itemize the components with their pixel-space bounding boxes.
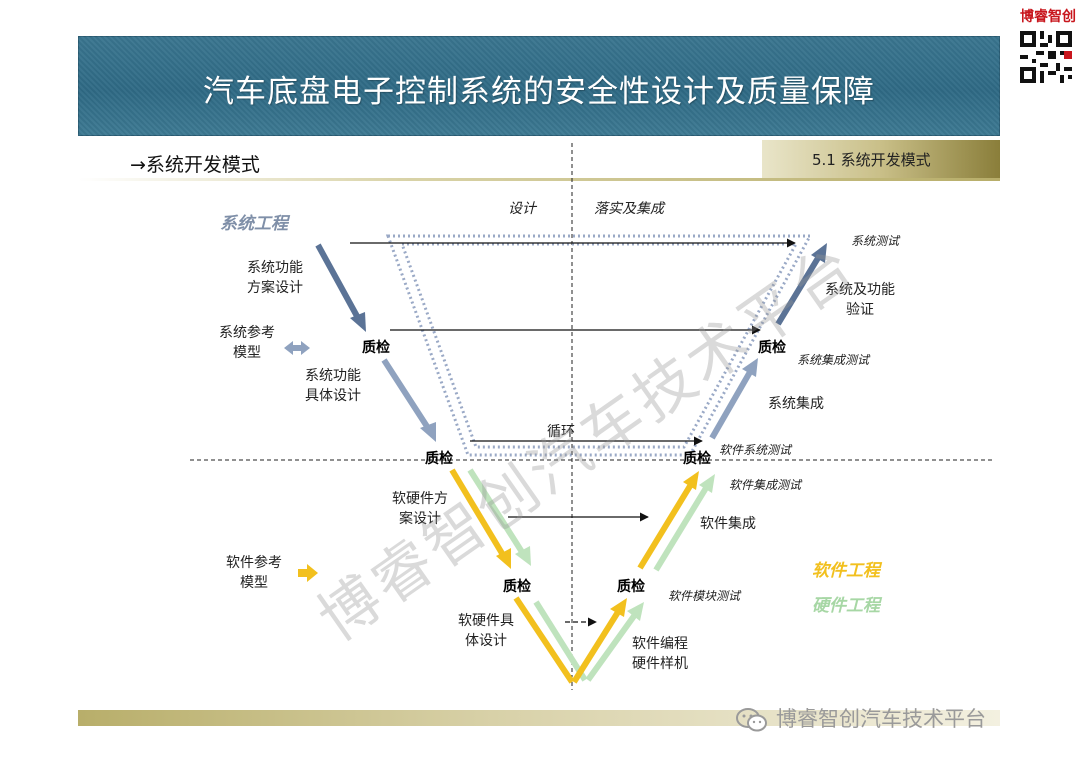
- system-integration-label: 系统集成: [768, 396, 824, 412]
- software-system-test-label: 软件系统测试: [719, 443, 792, 457]
- system-reference-model-label: 系统参考 模型: [219, 325, 275, 361]
- sw-hw-detail-label: 软硬件具 体设计: [458, 613, 514, 649]
- system-design-arrow-2: [381, 358, 436, 442]
- system-function-scheme-label: 系统功能 方案设计: [247, 260, 303, 296]
- quality-check-system-left: 质检: [362, 340, 390, 356]
- system-design-arrow-1: [315, 243, 366, 332]
- software-integration-label: 软件集成: [700, 516, 756, 532]
- title-banner: 汽车底盘电子控制系统的安全性设计及质量保障: [78, 36, 1000, 136]
- section-tab-label: 5.1 系统开发模式: [812, 151, 931, 169]
- footer-brand-text: 博睿智创汽车技术平台: [776, 707, 986, 731]
- header-divider: [78, 178, 1000, 181]
- implementation-column-label: 落实及集成: [594, 201, 664, 217]
- hardware-integration-arrow-1: [585, 602, 644, 682]
- system-integration-test-label: 系统集成测试: [797, 353, 870, 367]
- system-reference-model-double-arrow: [284, 341, 310, 355]
- page-title: 汽车底盘电子控制系统的安全性设计及质量保障: [203, 74, 875, 110]
- software-reference-model-double-arrow: [298, 564, 318, 582]
- design-column-label: 设计: [508, 201, 536, 217]
- system-function-verification-label: 系统及功能 验证: [825, 282, 895, 318]
- sw-hw-scheme-label: 软硬件方 案设计: [392, 491, 448, 527]
- hardware-engineering-label: 硬件工程: [812, 596, 880, 616]
- section-tab: 5.1 系统开发模式: [762, 140, 1000, 178]
- hardware-design-arrow-2: [533, 600, 588, 682]
- software-integration-test-label: 软件集成测试: [729, 478, 802, 492]
- system-verification-arrow: [775, 243, 827, 326]
- loop-trapezoid-inner: [399, 242, 799, 449]
- software-design-arrow-1: [449, 468, 511, 569]
- software-engineering-label: 软件工程: [812, 561, 880, 581]
- software-design-arrow-2: [513, 596, 575, 684]
- quality-check-module-right: 质检: [617, 579, 645, 595]
- system-integration-arrow: [709, 358, 758, 440]
- software-integration-arrow-1: [571, 598, 627, 684]
- hardware-design-arrow-1: [467, 468, 531, 566]
- software-module-test-label: 软件模块测试: [668, 589, 741, 603]
- qr-code-icon[interactable]: [1020, 31, 1072, 83]
- system-test-label: 系统测试: [851, 234, 900, 248]
- hardware-integration-arrow-2: [653, 474, 715, 572]
- software-programming-label: 软件编程 硬件样机: [632, 636, 688, 672]
- quality-check-software-right: 质检: [683, 451, 711, 467]
- software-reference-model-label: 软件参考 模型: [226, 555, 282, 591]
- quality-check-system-right: 质检: [758, 340, 786, 356]
- quality-check-module-left: 质检: [503, 579, 531, 595]
- software-integration-arrow-2: [637, 471, 699, 570]
- brand-logo-text: 博睿智创: [1020, 9, 1076, 25]
- footer-bar: [78, 710, 1000, 726]
- wechat-icon: [736, 708, 767, 732]
- loop-label: 循环: [547, 424, 575, 440]
- loop-trapezoid-outer: [385, 234, 813, 457]
- quality-check-software-left: 质检: [425, 451, 453, 467]
- system-function-detail-label: 系统功能 具体设计: [305, 368, 361, 404]
- system-engineering-label: 系统工程: [220, 214, 288, 234]
- section-heading: →系统开发模式: [130, 154, 260, 176]
